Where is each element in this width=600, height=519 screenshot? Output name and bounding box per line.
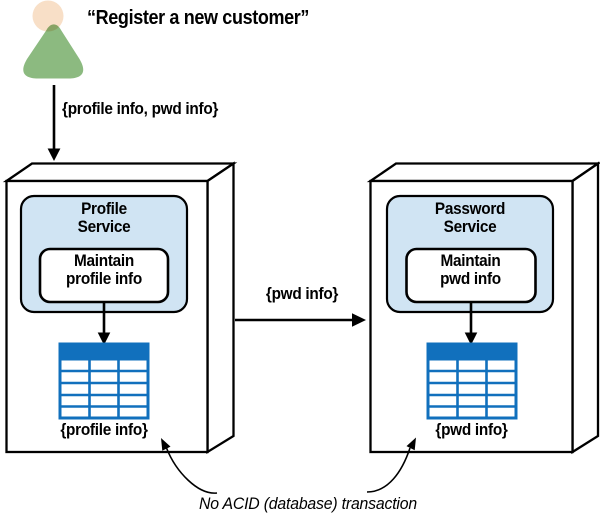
maintain-pwd-label: Maintain pwd info (411, 252, 531, 288)
request-payload-label: {profile info, pwd info} (62, 100, 219, 118)
no-acid-annotation: No ACID (database) transaction (199, 494, 417, 513)
no-acid-arrow-left (161, 438, 218, 494)
no-acid-arrow-right (366, 437, 416, 493)
user-quote: “Register a new customer” (87, 7, 310, 29)
profile-db-arrow (97, 302, 111, 345)
password-db-arrow (464, 302, 478, 345)
profile-datastore-label: {profile info} (60, 421, 148, 439)
profile-service-box (19, 194, 189, 314)
maintain-pwd-line1: Maintain (440, 252, 501, 270)
maintain-pwd-line2: pwd info (440, 270, 501, 288)
password-database-icon (426, 342, 518, 420)
maintain-profile-line2: profile info (66, 270, 142, 288)
profile-service-title-line1: Profile (81, 200, 127, 218)
profile-service-title-line2: Service (77, 218, 131, 236)
profile-service-title: Profile Service (27, 200, 181, 236)
maintain-profile-label: Maintain profile info (44, 252, 163, 288)
pwd-flow-label: {pwd info} (265, 285, 339, 303)
password-service-title-line1: Password (434, 200, 506, 218)
pwd-datastore-label: {pwd info} (435, 421, 508, 439)
password-service-title-line2: Service (443, 218, 497, 236)
user-request-arrow (47, 85, 61, 161)
service-to-service-arrow (235, 313, 366, 327)
person-icon (23, 0, 84, 79)
password-service-box (385, 194, 555, 314)
profile-database-icon (58, 342, 150, 420)
password-service-title: Password Service (393, 200, 547, 236)
maintain-profile-line1: Maintain (73, 252, 135, 270)
